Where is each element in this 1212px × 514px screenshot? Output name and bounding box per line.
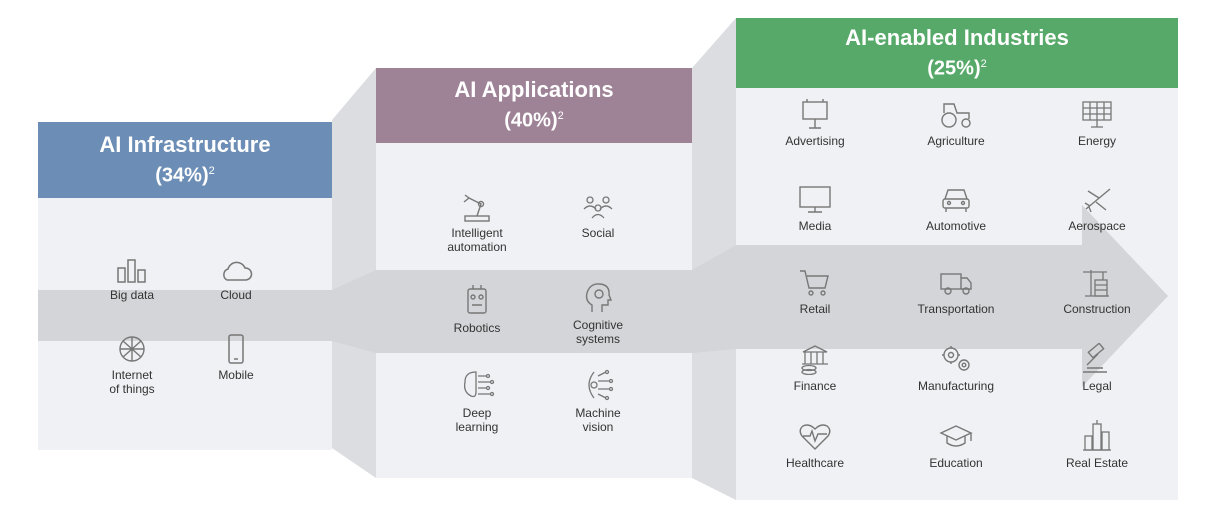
infrastructure-header: AI Infrastructure (34%)2 <box>38 122 332 198</box>
item-advertising: Advertising <box>760 98 870 148</box>
item-label: Legal <box>1082 379 1112 393</box>
item-manufacturing: Manufacturing <box>901 343 1011 393</box>
item-label: Education <box>929 456 983 470</box>
item-energy: Energy <box>1042 98 1152 148</box>
crane-icon <box>1083 270 1109 297</box>
item-transportation: Transportation <box>901 268 1011 316</box>
item-label: Aerospace <box>1068 219 1126 233</box>
item-label: Automotive <box>925 219 987 233</box>
item-label: Transportation <box>917 302 995 316</box>
airplane-icon <box>1084 188 1111 213</box>
car-icon <box>942 189 970 212</box>
item-label: Real Estate <box>1065 456 1129 470</box>
truck-icon <box>940 273 972 295</box>
item-label: Agriculture <box>927 134 985 148</box>
item-mobile: Mobile <box>181 334 291 382</box>
item-cloud: Cloud <box>181 256 291 302</box>
item-agriculture: Agriculture <box>901 98 1011 148</box>
item-deep-learning: Deep learning <box>422 368 532 434</box>
item-label: Construction <box>1063 302 1131 316</box>
item-internet-of-things: Internet of things <box>77 334 187 396</box>
item-label: Advertising <box>785 134 845 148</box>
item-social: Social <box>543 192 653 240</box>
industries-title: AI-enabled Industries <box>845 24 1069 50</box>
shopping-cart-icon <box>800 270 829 296</box>
item-construction: Construction <box>1042 268 1152 316</box>
applications-title: AI Applications <box>454 77 614 103</box>
item-label: Internet of things <box>109 368 155 396</box>
robot-head-icon <box>467 285 487 314</box>
item-label: Energy <box>1077 134 1117 148</box>
buildings-icon <box>1083 420 1111 451</box>
item-label: Media <box>798 219 832 233</box>
item-label: Big data <box>109 288 155 302</box>
item-label: Cloud <box>220 288 252 302</box>
item-label: Mobile <box>218 368 254 382</box>
item-aerospace: Aerospace <box>1042 185 1152 233</box>
item-robotics: Robotics <box>422 283 532 335</box>
applications-header: AI Applications (40%)2 <box>376 68 692 143</box>
heart-pulse-icon <box>799 424 831 450</box>
item-label: Robotics <box>453 321 501 335</box>
item-label: Cognitive systems <box>572 318 624 346</box>
item-media: Media <box>760 185 870 233</box>
gavel-icon <box>1083 343 1107 373</box>
item-label: Finance <box>793 379 837 393</box>
item-education: Education <box>901 422 1011 470</box>
billboard-icon <box>802 99 828 129</box>
item-big-data: Big data <box>77 256 187 302</box>
infrastructure-share: (34%) <box>155 164 209 187</box>
item-label: Retail <box>799 302 831 316</box>
item-label: Intelligent automation <box>447 226 507 254</box>
monitor-icon <box>799 186 831 213</box>
item-label: Manufacturing <box>917 379 995 393</box>
graduation-cap-icon <box>939 425 973 447</box>
solar-panel-icon <box>1082 101 1112 128</box>
infrastructure-title: AI Infrastructure <box>99 131 271 157</box>
bar-chart-icon <box>117 259 146 283</box>
item-label: Social <box>581 226 615 240</box>
gears-icon <box>942 346 970 371</box>
bank-coins-icon <box>801 345 828 375</box>
applications-note: 2 <box>557 110 564 123</box>
network-globe-icon <box>119 336 145 362</box>
mobile-phone-icon <box>228 334 244 364</box>
item-finance: Finance <box>760 343 870 393</box>
item-label: Healthcare <box>785 456 845 470</box>
item-legal: Legal <box>1042 343 1152 393</box>
applications-share: (40%) <box>504 109 558 132</box>
connector-infra-apps <box>332 68 376 478</box>
item-real-estate: Real Estate <box>1042 418 1152 470</box>
brain-circuit-icon <box>463 371 495 398</box>
industries-header: AI-enabled Industries (25%)2 <box>736 18 1178 88</box>
item-cognitive-systems: Cognitive systems <box>543 280 653 346</box>
item-intelligent-automation: Intelligent automation <box>422 192 532 254</box>
industries-share: (25%) <box>927 57 981 80</box>
brain-head-icon <box>585 283 613 312</box>
item-label: Machine vision <box>575 406 621 434</box>
item-label: Deep learning <box>455 406 499 434</box>
robot-arm-icon <box>463 194 490 222</box>
infrastructure-note: 2 <box>208 164 215 177</box>
item-retail: Retail <box>760 268 870 316</box>
industries-note: 2 <box>980 57 987 70</box>
item-machine-vision: Machine vision <box>543 368 653 434</box>
tractor-icon <box>941 103 971 128</box>
people-group-icon <box>583 196 613 219</box>
eye-circuit-icon <box>588 369 614 401</box>
cloud-icon <box>223 261 253 281</box>
item-healthcare: Healthcare <box>760 422 870 470</box>
item-automotive: Automotive <box>901 185 1011 233</box>
